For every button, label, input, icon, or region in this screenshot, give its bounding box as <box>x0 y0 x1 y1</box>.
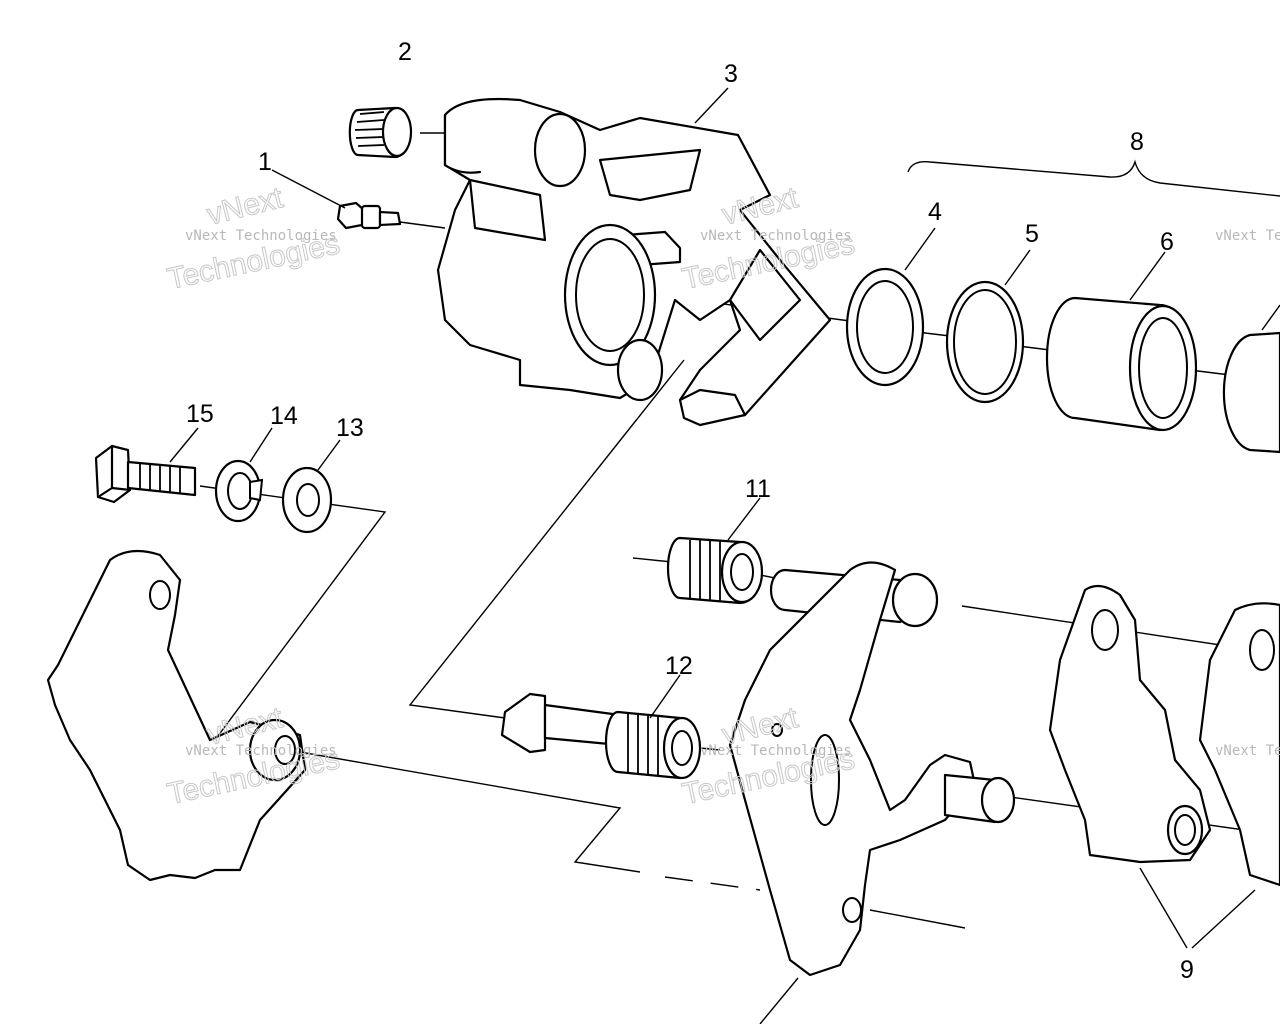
callout-15: 15 <box>186 400 214 428</box>
part-4-seal <box>845 227 936 387</box>
callout-1: 1 <box>258 148 272 176</box>
callout-2: 2 <box>398 38 412 66</box>
part-13-washer <box>281 439 341 534</box>
callout-5: 5 <box>1025 220 1039 248</box>
callout-4: 4 <box>928 198 942 226</box>
watermark-small-3: vNext Technologies <box>1215 228 1280 244</box>
watermark-small-4: vNext Technologies <box>185 743 337 759</box>
callout-12: 12 <box>665 652 693 680</box>
part-15-bolt <box>94 427 199 504</box>
part-11-pin-boot <box>666 497 764 605</box>
part-6-piston <box>1045 251 1198 432</box>
watermark-small-2: vNext Technologies <box>700 228 852 244</box>
watermark-small-5: vNext Technologies <box>700 743 852 759</box>
watermark-small-1: vNext Technologies <box>185 228 337 244</box>
watermark-small-6: vNext Technologies <box>1215 743 1280 759</box>
part-3-caliper-body <box>436 87 832 427</box>
callout-11: 11 <box>745 475 771 503</box>
part-1-bleeder-valve <box>271 169 402 230</box>
callout-8: 8 <box>1130 128 1144 156</box>
part-12-pin-boot <box>604 674 702 780</box>
part-2-plug <box>348 106 413 159</box>
part-8-bracket <box>907 159 1280 197</box>
callout-13: 13 <box>336 414 364 442</box>
part-10-caliper-bracket <box>728 561 1016 1024</box>
part-5-dust-seal <box>945 249 1031 404</box>
part-7-cut-off <box>1222 304 1280 454</box>
part-9-brake-pads <box>1048 584 1280 949</box>
callout-labels: 2 1 3 8 4 5 6 15 14 13 11 12 9 <box>186 38 1194 984</box>
part-14-lock-washer <box>214 427 273 523</box>
callout-9: 9 <box>1180 956 1194 984</box>
callout-14: 14 <box>270 402 298 430</box>
callout-3: 3 <box>724 60 738 88</box>
watermark-vnext-1: vNext <box>204 181 287 232</box>
guide-pin <box>500 692 622 754</box>
callout-6: 6 <box>1160 228 1174 256</box>
steering-knuckle-arm <box>46 549 307 882</box>
